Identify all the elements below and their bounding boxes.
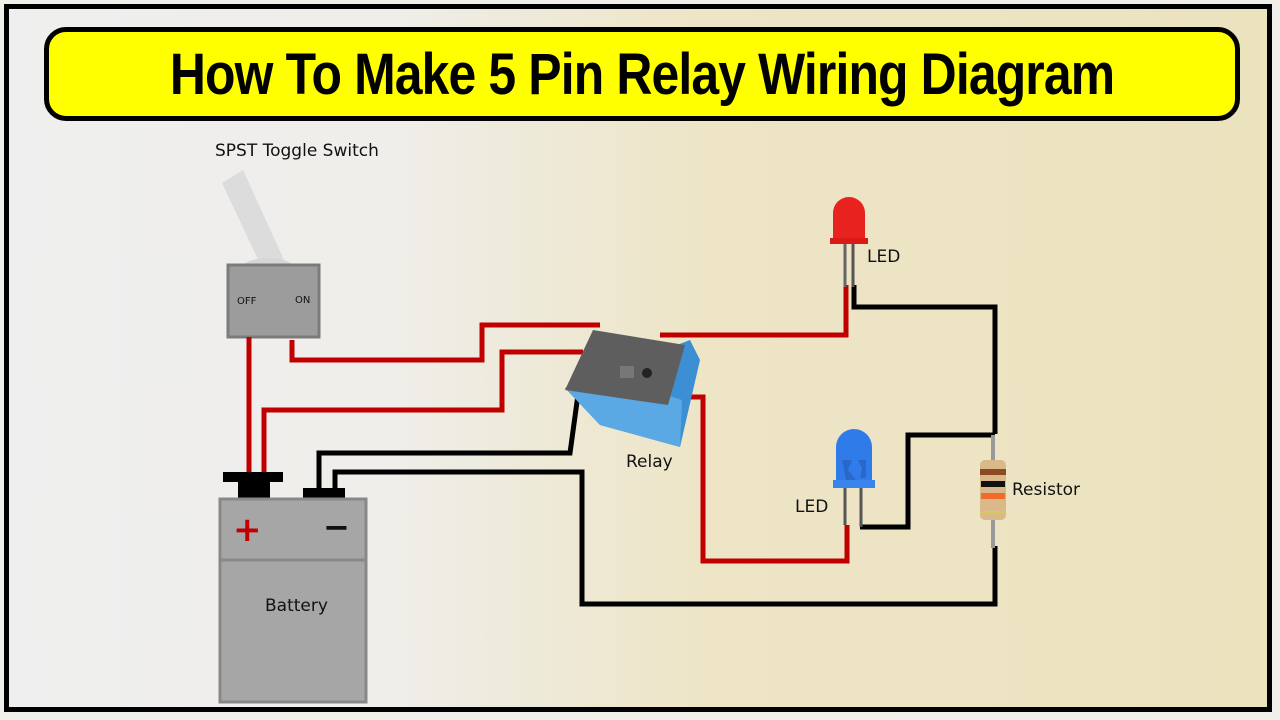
resistor-band-3 [981, 493, 1005, 499]
blue-led [833, 429, 875, 527]
battery [218, 472, 368, 704]
red-led-dome [833, 197, 865, 240]
resistor-band-1 [980, 469, 1006, 475]
relay-label-recess [620, 366, 634, 378]
blue-led-dome [836, 429, 872, 484]
blue-led-label: LED [795, 497, 829, 517]
battery-negative-terminal [303, 488, 345, 500]
switch-label: SPST Toggle Switch [215, 141, 379, 161]
toggle-switch [222, 170, 321, 339]
blue-led-inner-mark [842, 460, 866, 480]
battery-body [218, 497, 368, 704]
resistor [980, 435, 1006, 548]
wire-relay-to-red-led [660, 285, 849, 338]
red-led-label: LED [867, 247, 901, 267]
red-led-base [830, 238, 868, 244]
battery-positive-symbol: + [233, 510, 262, 550]
wire-switch-on-to-relay [289, 322, 600, 363]
relay-hole [642, 368, 652, 378]
wire-battery-neg-to-resistor [332, 469, 998, 607]
battery-negative-symbol: − [323, 508, 350, 546]
battery-positive-terminal [238, 480, 270, 500]
resistor-band-4 [980, 511, 1006, 514]
relay-label: Relay [626, 452, 673, 472]
blue-led-base [833, 480, 875, 488]
battery-label: Battery [265, 596, 328, 616]
toggle-lever [222, 170, 285, 268]
switch-body [226, 263, 321, 339]
resistor-band-2 [981, 481, 1005, 487]
wire-red-led-to-resistor [851, 285, 998, 434]
resistor-label: Resistor [1012, 480, 1080, 500]
title-banner: How To Make 5 Pin Relay Wiring Diagram [44, 27, 1240, 121]
battery-positive-cap [223, 472, 283, 482]
diagram-title: How To Make 5 Pin Relay Wiring Diagram [169, 41, 1115, 107]
red-led [830, 197, 868, 287]
relay [565, 330, 700, 447]
switch-off-label: OFF [237, 296, 257, 307]
switch-on-label: ON [295, 295, 311, 306]
wire-battery-to-relay-coil [261, 349, 583, 474]
wire-battery-neg-to-relay [316, 379, 583, 489]
wire-blue-led-to-junction [860, 432, 995, 530]
